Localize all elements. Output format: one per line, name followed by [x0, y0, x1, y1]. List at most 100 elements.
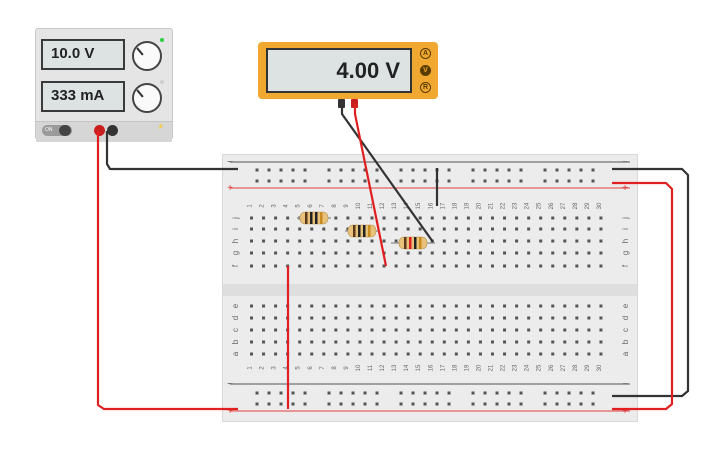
- hole[interactable]: [575, 328, 579, 332]
- hole[interactable]: [551, 227, 555, 231]
- hole[interactable]: [430, 304, 434, 308]
- hole[interactable]: [503, 251, 507, 255]
- hole[interactable]: [322, 251, 326, 255]
- rail-hole[interactable]: [591, 402, 595, 406]
- rail-hole[interactable]: [303, 179, 307, 183]
- resistor-1[interactable]: [299, 211, 329, 225]
- hole[interactable]: [346, 316, 350, 320]
- hole[interactable]: [430, 340, 434, 344]
- black-supply-wire[interactable]: [105, 131, 238, 171]
- hole[interactable]: [322, 239, 326, 243]
- hole[interactable]: [515, 216, 519, 220]
- hole[interactable]: [406, 340, 410, 344]
- hole[interactable]: [599, 251, 603, 255]
- hole[interactable]: [310, 352, 314, 356]
- hole[interactable]: [491, 316, 494, 320]
- hole[interactable]: [334, 216, 338, 220]
- hole[interactable]: [334, 352, 338, 356]
- hole[interactable]: [346, 251, 350, 255]
- hole[interactable]: [262, 340, 266, 344]
- hole[interactable]: [539, 304, 543, 308]
- hole[interactable]: [551, 340, 555, 344]
- hole[interactable]: [274, 340, 278, 344]
- black-rail-link-wire[interactable]: [612, 167, 690, 398]
- hole[interactable]: [539, 352, 543, 356]
- hole[interactable]: [370, 328, 374, 332]
- hole[interactable]: [466, 352, 470, 356]
- hole[interactable]: [418, 227, 422, 231]
- hole[interactable]: [587, 328, 591, 332]
- hole[interactable]: [466, 316, 470, 320]
- hole[interactable]: [466, 328, 470, 332]
- hole[interactable]: [599, 352, 603, 356]
- hole[interactable]: [442, 304, 446, 308]
- hole[interactable]: [358, 316, 362, 320]
- hole[interactable]: [262, 239, 266, 243]
- multimeter[interactable]: 4.00 V A V R: [258, 42, 438, 99]
- hole[interactable]: [250, 304, 253, 308]
- hole[interactable]: [442, 340, 446, 344]
- rail-hole[interactable]: [267, 168, 271, 172]
- positive-terminal[interactable]: [94, 125, 105, 136]
- hole[interactable]: [310, 340, 314, 344]
- hole[interactable]: [442, 216, 446, 220]
- hole[interactable]: [599, 216, 603, 220]
- hole[interactable]: [334, 340, 338, 344]
- hole[interactable]: [370, 304, 374, 308]
- hole[interactable]: [599, 227, 603, 231]
- rail-hole[interactable]: [399, 391, 403, 395]
- rail-hole[interactable]: [363, 168, 367, 172]
- rail-hole[interactable]: [267, 391, 271, 395]
- hole[interactable]: [382, 227, 386, 231]
- hole[interactable]: [286, 216, 290, 220]
- hole[interactable]: [358, 264, 362, 268]
- hole[interactable]: [503, 328, 507, 332]
- hole[interactable]: [250, 216, 253, 220]
- hole[interactable]: [587, 227, 591, 231]
- rail-hole[interactable]: [543, 402, 547, 406]
- hole[interactable]: [454, 251, 458, 255]
- hole[interactable]: [250, 316, 253, 320]
- rail-hole[interactable]: [435, 402, 439, 406]
- hole[interactable]: [503, 216, 507, 220]
- hole[interactable]: [382, 316, 386, 320]
- hole[interactable]: [587, 264, 591, 268]
- hole[interactable]: [527, 239, 531, 243]
- rail-hole[interactable]: [411, 179, 415, 183]
- hole[interactable]: [587, 340, 591, 344]
- rail-hole[interactable]: [339, 402, 343, 406]
- rail-hole[interactable]: [303, 168, 307, 172]
- hole[interactable]: [551, 264, 555, 268]
- hole[interactable]: [539, 216, 543, 220]
- hole[interactable]: [527, 304, 531, 308]
- hole[interactable]: [334, 304, 338, 308]
- hole[interactable]: [454, 316, 458, 320]
- hole[interactable]: [358, 251, 362, 255]
- rail-hole[interactable]: [519, 168, 523, 172]
- hole[interactable]: [358, 352, 362, 356]
- power-supply[interactable]: 10.0 V 333 mA ON ⚡: [35, 28, 173, 142]
- hole[interactable]: [442, 352, 446, 356]
- hole[interactable]: [418, 316, 422, 320]
- hole[interactable]: [274, 304, 278, 308]
- hole[interactable]: [382, 304, 386, 308]
- rail-hole[interactable]: [351, 391, 355, 395]
- hole[interactable]: [430, 264, 434, 268]
- hole[interactable]: [454, 239, 458, 243]
- hole[interactable]: [466, 264, 470, 268]
- hole[interactable]: [599, 264, 603, 268]
- hole[interactable]: [418, 251, 422, 255]
- hole[interactable]: [442, 264, 446, 268]
- rail-hole[interactable]: [483, 391, 487, 395]
- hole[interactable]: [298, 316, 302, 320]
- hole[interactable]: [539, 316, 543, 320]
- rail-hole[interactable]: [495, 179, 499, 183]
- hole[interactable]: [587, 239, 591, 243]
- hole[interactable]: [250, 352, 253, 356]
- hole[interactable]: [515, 227, 519, 231]
- rail-hole[interactable]: [351, 179, 355, 183]
- hole[interactable]: [382, 328, 386, 332]
- hole[interactable]: [430, 352, 434, 356]
- hole[interactable]: [503, 352, 507, 356]
- hole[interactable]: [394, 251, 398, 255]
